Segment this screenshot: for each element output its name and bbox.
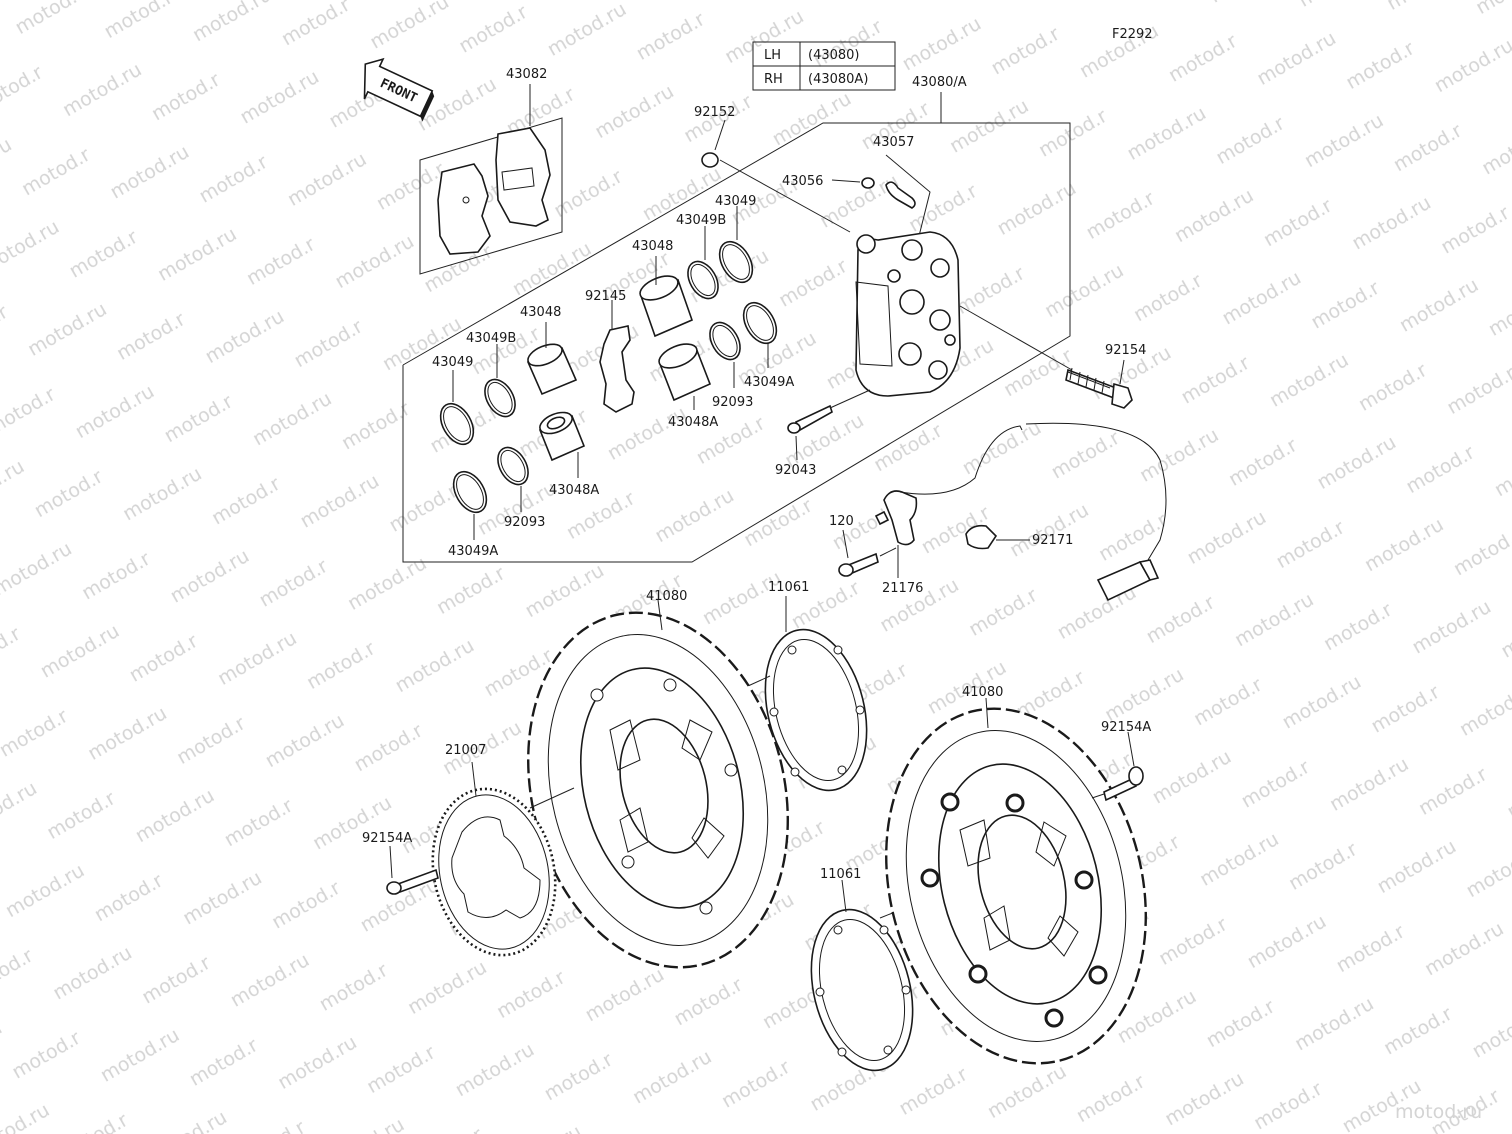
callout-11061-lower: 11061 bbox=[820, 867, 861, 882]
callout-43049-left: 43049 bbox=[432, 355, 473, 370]
callout-43082: 43082 bbox=[506, 67, 547, 82]
callout-43057: 43057 bbox=[873, 135, 914, 150]
callout-92152: 92152 bbox=[694, 105, 735, 120]
seal-43049b-upper bbox=[687, 226, 719, 300]
callout-92154a-left: 92154A bbox=[362, 831, 412, 846]
callout-92171: 92171 bbox=[1032, 533, 1073, 548]
callout-41080-right: 41080 bbox=[962, 685, 1003, 700]
callout-21176: 21176 bbox=[882, 581, 923, 596]
caliper-bolt bbox=[959, 305, 1133, 409]
pad-spring bbox=[599, 300, 635, 413]
callout-43049a-right: 43049A bbox=[744, 375, 794, 390]
piston-43048-upper bbox=[639, 256, 694, 338]
callout-120: 120 bbox=[829, 514, 854, 529]
watermark-text: motod.ru bbox=[1395, 1101, 1482, 1123]
variant-side-lh: LH bbox=[764, 48, 781, 63]
piston-43048a-left bbox=[538, 411, 586, 478]
callout-43080-a: 43080/A bbox=[912, 75, 967, 90]
pad-set bbox=[419, 84, 563, 275]
callout-43048a-left: 43048A bbox=[549, 483, 599, 498]
callout-43049-upper: 43049 bbox=[715, 194, 756, 209]
seal-43049a-left bbox=[452, 470, 488, 540]
wire-clamp bbox=[965, 524, 1030, 550]
caliper-assembly-frame bbox=[402, 92, 1071, 563]
caliper-body bbox=[855, 231, 961, 397]
callout-41080-left: 41080 bbox=[646, 589, 687, 604]
shim-upper bbox=[747, 596, 868, 792]
piston-43048-mid bbox=[526, 322, 578, 396]
seal-43049-left bbox=[439, 370, 475, 446]
callout-92154a-right: 92154A bbox=[1101, 720, 1151, 735]
variant-part-rh: (43080A) bbox=[808, 72, 868, 87]
piston-43048a-right bbox=[658, 343, 712, 410]
callout-92145: 92145 bbox=[585, 289, 626, 304]
callout-43048-upper: 43048 bbox=[632, 239, 673, 254]
callout-43048-mid: 43048 bbox=[520, 305, 561, 320]
callout-43048a-right: 43048A bbox=[668, 415, 718, 430]
abs-rotor bbox=[431, 761, 557, 957]
seal-92093-left bbox=[497, 446, 529, 512]
figure-code: F2292 bbox=[1112, 27, 1153, 42]
callout-92043: 92043 bbox=[775, 463, 816, 478]
bleeder-valve bbox=[831, 154, 931, 241]
brake-disc-right bbox=[885, 697, 1147, 1065]
callout-92093-right: 92093 bbox=[712, 395, 753, 410]
bleeder-cap bbox=[701, 119, 851, 233]
brake-disc-left bbox=[527, 599, 789, 969]
disc-bolt-right bbox=[1091, 731, 1144, 802]
callout-11061-upper: 11061 bbox=[768, 580, 809, 595]
seal-43049-upper bbox=[718, 206, 754, 284]
seal-43049a-right bbox=[742, 301, 778, 368]
variant-part-lh: (43080) bbox=[808, 48, 860, 63]
shim-lower bbox=[810, 879, 921, 1072]
variant-table: LH (43080) RH (43080A) bbox=[752, 41, 896, 91]
disc-bolt-left bbox=[386, 845, 439, 895]
callout-92093-left: 92093 bbox=[504, 515, 545, 530]
callout-43049b-left: 43049B bbox=[466, 331, 516, 346]
callout-92154: 92154 bbox=[1105, 343, 1146, 358]
callout-21007: 21007 bbox=[445, 743, 486, 758]
callout-43056: 43056 bbox=[782, 174, 823, 189]
variant-side-rh: RH bbox=[764, 72, 783, 87]
callout-43049b-upper: 43049B bbox=[676, 213, 726, 228]
seal-43049b-left bbox=[484, 344, 516, 418]
callout-43049a-left: 43049A bbox=[448, 544, 498, 559]
caliper-pin bbox=[787, 389, 871, 461]
abs-sensor bbox=[874, 422, 1167, 602]
seal-92093-right bbox=[709, 321, 741, 388]
sensor-bolt bbox=[838, 529, 897, 577]
